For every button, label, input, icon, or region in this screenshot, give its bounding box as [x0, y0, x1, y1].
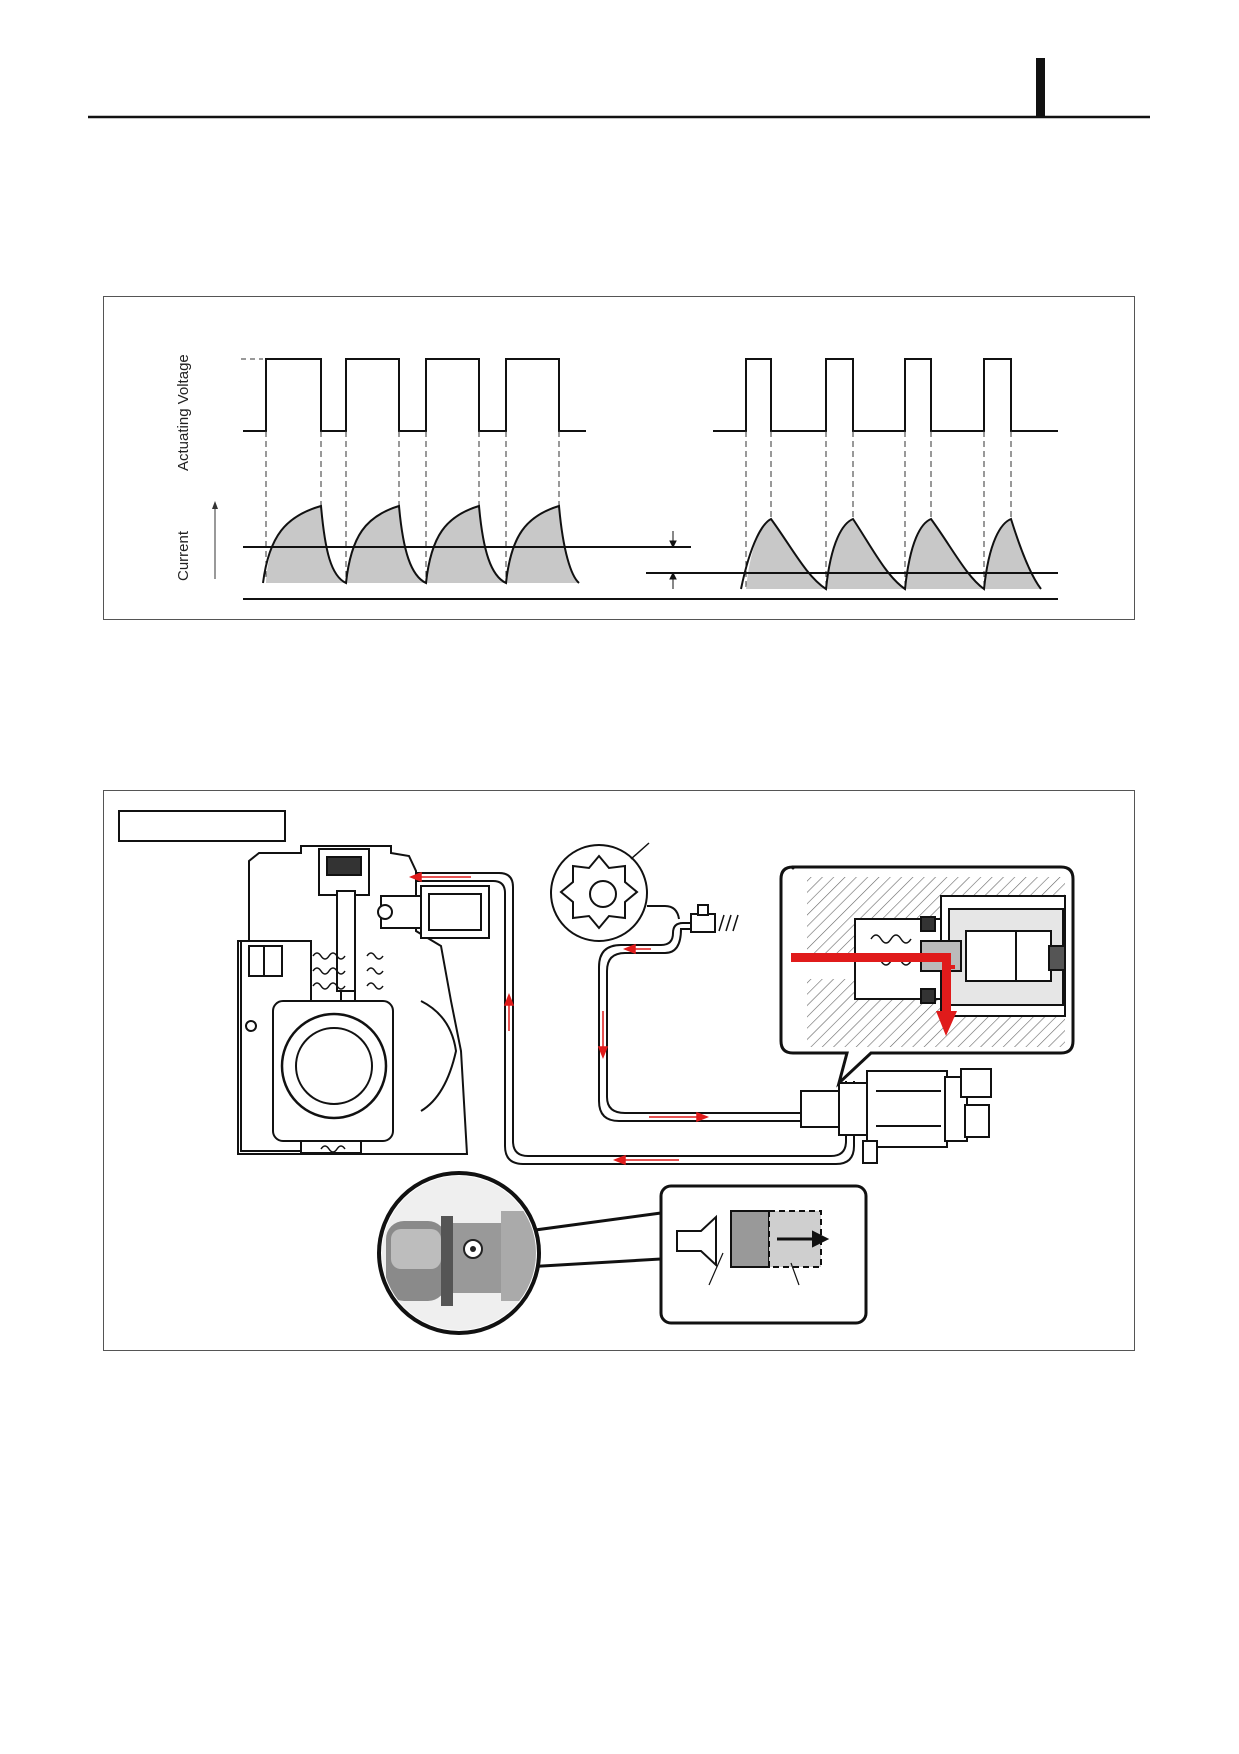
valve-section-callout: [779, 865, 1075, 1088]
header-tab-marker: [1036, 58, 1045, 117]
right-voltage-waveform: [713, 358, 1058, 432]
current-axis-arrow: [212, 501, 218, 579]
gerotor-pump-icon: [550, 842, 650, 942]
left-current-waveform: [262, 504, 580, 585]
oil-circuit-figure: [103, 790, 1135, 1351]
current-difference-arrows: [669, 531, 677, 589]
page-header: [88, 58, 1150, 119]
pump-housing-cross-section: [237, 845, 490, 1155]
right-current-waveform: [740, 517, 1042, 591]
flow-arrow-icon: [791, 953, 957, 1036]
figure-caption-box: [118, 810, 286, 842]
waveform-figure: Actuating Voltage Current: [103, 296, 1135, 620]
spring-icon: [690, 904, 739, 933]
current-axis-label: Current: [175, 530, 192, 581]
flow-direction-arrows: [408, 871, 710, 1166]
oil-line-circuit: [416, 872, 855, 1165]
magnifier-inset-icon: [377, 1171, 868, 1335]
oil-control-valve: [800, 1068, 992, 1164]
left-voltage-waveform: [243, 358, 586, 432]
actuating-voltage-label: Actuating Voltage: [175, 354, 192, 471]
